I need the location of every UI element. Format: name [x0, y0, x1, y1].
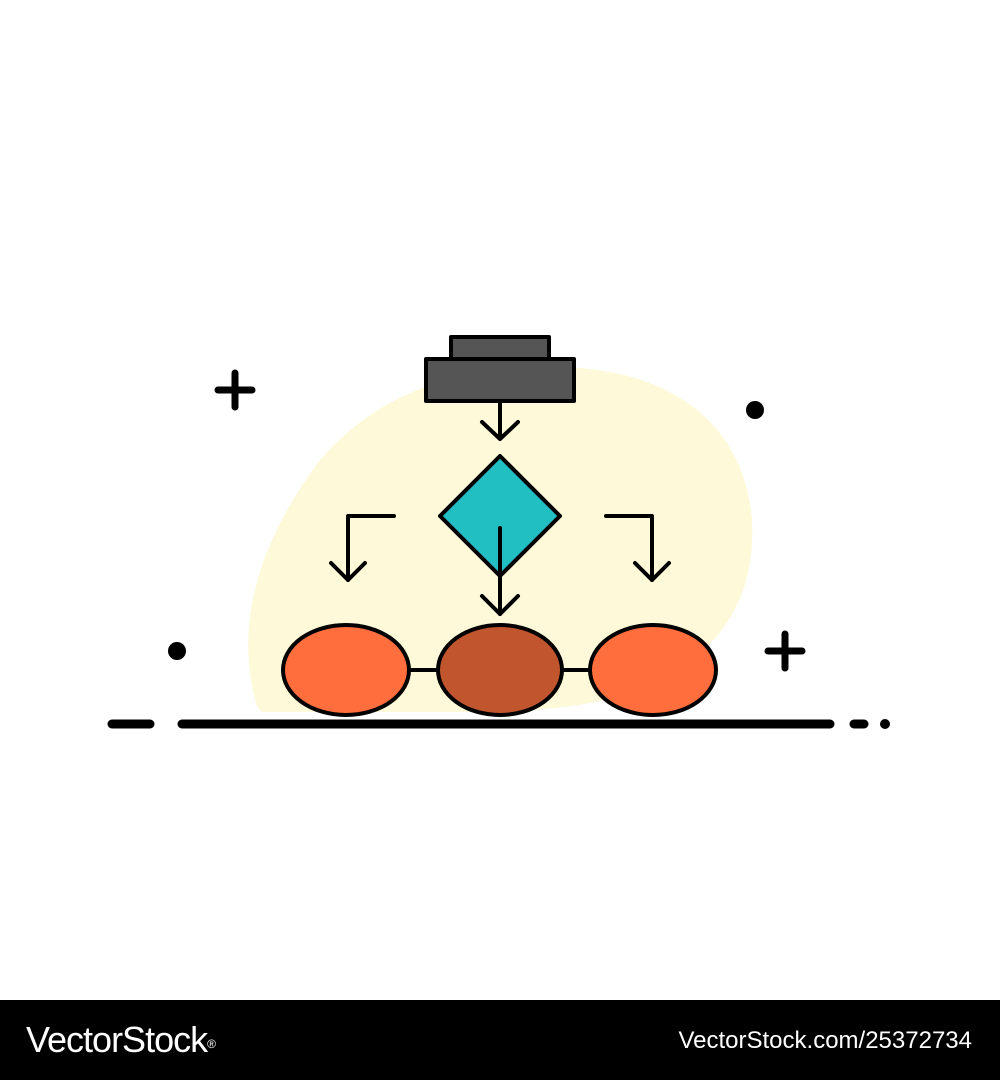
- node-oval-center: [436, 623, 564, 717]
- node-oval-left: [281, 623, 411, 717]
- flowchart-illustration: [107, 335, 890, 729]
- plus-sign-left: [214, 369, 256, 411]
- plus-sign-right: [764, 630, 806, 672]
- arrow-elbow-left: [329, 514, 396, 582]
- node-oval-right: [588, 623, 718, 717]
- logo-text: VectorStock: [26, 1019, 208, 1060]
- ground-dot: [880, 719, 890, 729]
- flowchart-canvas: [107, 335, 890, 729]
- watermark-footer: VectorStock® VectorStock.com/25372734: [0, 1000, 1000, 1080]
- vectorstock-logo: VectorStock®: [26, 1018, 216, 1062]
- dot-left: [168, 642, 186, 660]
- arrow-elbow-right: [604, 514, 671, 582]
- arrow-down-center: [480, 526, 520, 616]
- arrow-down-top: [480, 400, 520, 441]
- start-block: [424, 335, 576, 403]
- registered-mark: ®: [207, 1037, 216, 1051]
- image-url: VectorStock.com/25372734: [678, 1027, 972, 1054]
- dot-right: [746, 401, 764, 419]
